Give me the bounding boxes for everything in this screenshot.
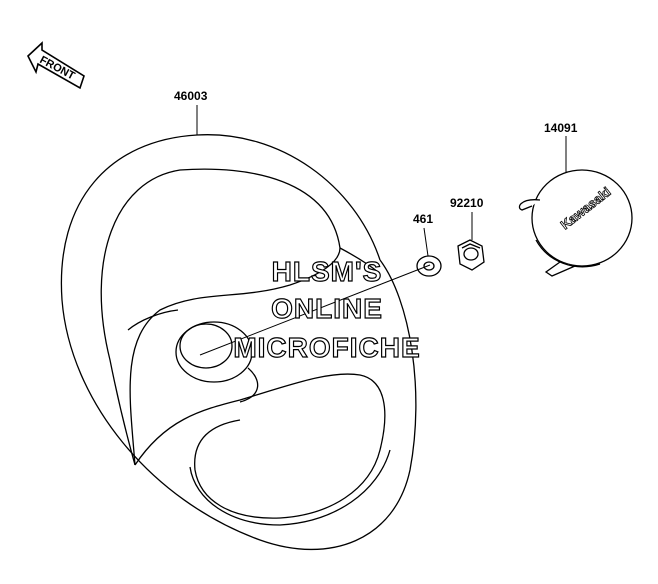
hub-axis-line <box>199 264 431 356</box>
part-label-46003: 46003 <box>174 89 208 103</box>
watermark: HLSM'S ONLINE MICROFICHE <box>233 255 421 363</box>
watermark-line-1: HLSM'S <box>272 256 383 287</box>
part-label-14091: 14091 <box>544 121 578 135</box>
wheel-spoke-edge <box>127 309 179 331</box>
front-arrow-icon <box>27 41 85 90</box>
wheel-rim-join <box>339 247 379 273</box>
wheel-rim-outer <box>60 134 417 551</box>
front-label: FRONT <box>38 54 77 83</box>
wheel-hub-inner <box>179 323 233 369</box>
wheel-hub-outer <box>175 321 253 383</box>
wheel-lower-opening <box>189 449 391 526</box>
washer-461 <box>416 255 442 277</box>
front-arrow: FRONT <box>27 41 85 90</box>
steering-wheel <box>60 134 417 551</box>
wheel-spoke-upper <box>129 247 341 466</box>
wheel-hub-ring <box>239 367 259 403</box>
watermark-line-3: MICROFICHE <box>233 332 420 363</box>
part-label-92210: 92210 <box>450 196 484 210</box>
watermark-line-2: ONLINE <box>271 293 383 324</box>
horn-cap-14091 <box>518 169 633 277</box>
leader-461 <box>423 227 429 257</box>
nut-92210 <box>457 239 485 271</box>
wheel-rim-top <box>196 134 381 261</box>
part-label-461: 461 <box>413 212 433 226</box>
wheel-rim-inner-left <box>100 168 341 466</box>
wheel-spoke-lower <box>134 373 386 519</box>
